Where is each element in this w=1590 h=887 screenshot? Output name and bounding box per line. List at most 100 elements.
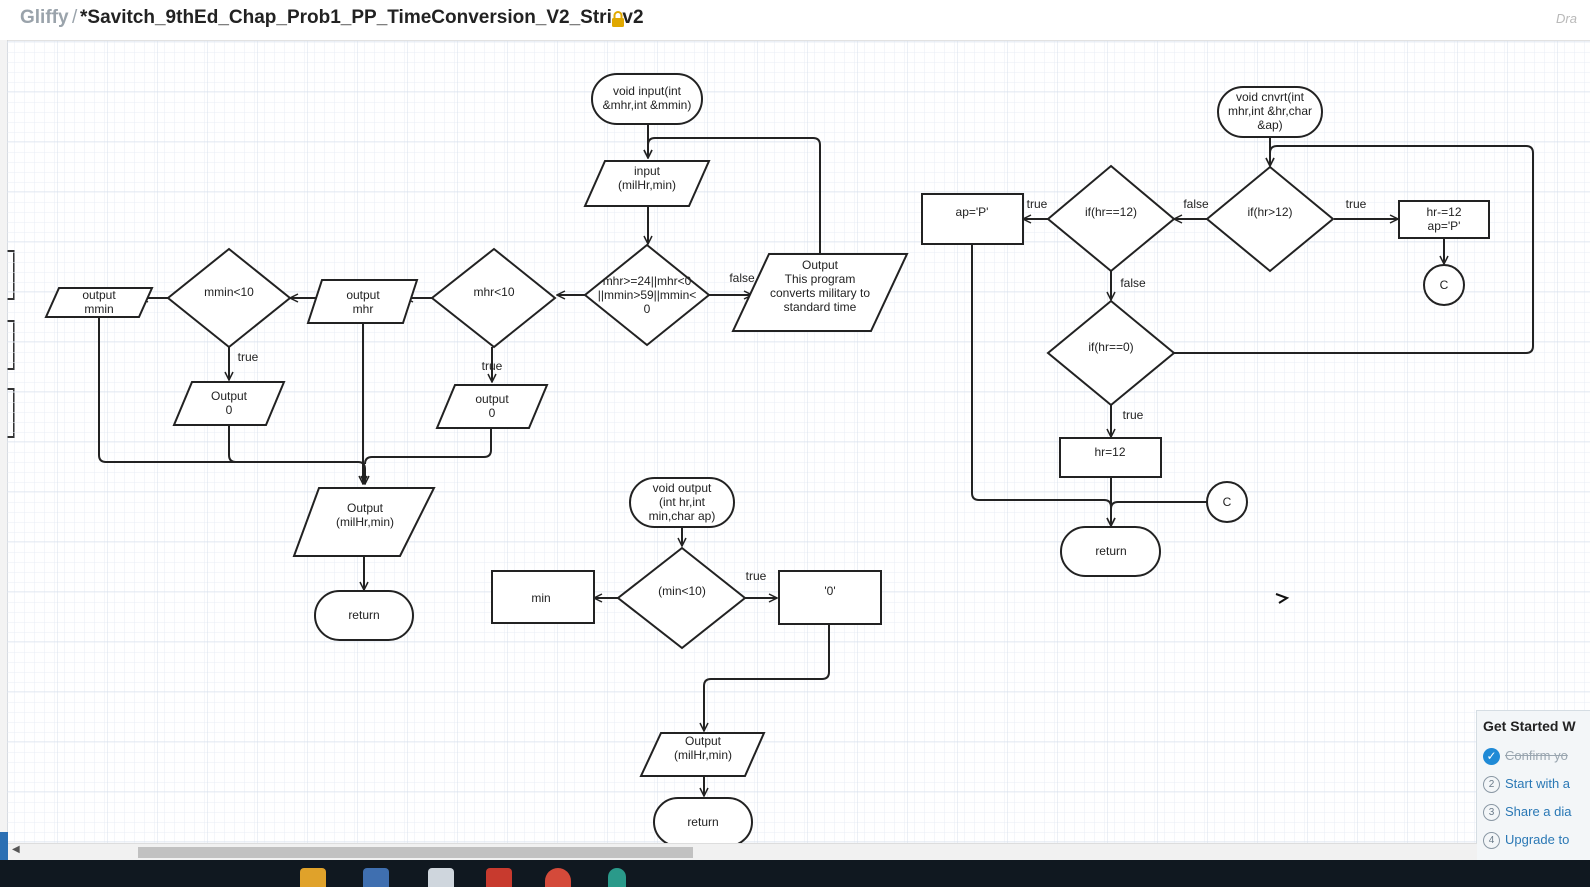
step-number: 4	[1483, 832, 1500, 849]
get-started-item-label: Share a dia	[1505, 804, 1572, 819]
lock-icon[interactable]	[611, 11, 625, 27]
decision-mhr[interactable]	[430, 247, 557, 349]
terminal-input-return[interactable]	[314, 590, 414, 641]
box-zero-label: '0'	[824, 584, 835, 598]
check-icon: ✓	[1483, 748, 1500, 765]
input-start-line2: &mhr,int &mmin)	[603, 98, 692, 112]
decision-mmin[interactable]	[166, 247, 292, 349]
connector-c-top[interactable]	[1423, 264, 1465, 306]
svg-text:input(milHr,min): input(milHr,min)	[618, 164, 676, 192]
side-accent	[0, 832, 8, 860]
terminal-input-start[interactable]	[591, 73, 703, 125]
output-return-label: return	[687, 815, 718, 829]
label-false-range: false	[729, 271, 755, 285]
process-zero-char[interactable]	[778, 570, 882, 625]
cond-eq12-label: if(hr==12)	[1085, 205, 1137, 219]
cond-eq0-label: if(hr==0)	[1088, 340, 1133, 354]
output-start-line1: void output	[653, 481, 712, 495]
out-zero-b-line1: output	[475, 392, 509, 406]
os-taskbar	[0, 860, 1590, 887]
out-zero-a-line2: 0	[226, 403, 233, 417]
process-ap-p[interactable]	[921, 193, 1024, 245]
io-output-final-output[interactable]	[639, 732, 766, 777]
decision-min[interactable]	[616, 546, 747, 650]
process-hr-12[interactable]	[1059, 437, 1162, 478]
input-start-line1: void input(int	[613, 84, 682, 98]
io-input-milhr[interactable]	[583, 160, 711, 207]
get-started-item-label: Upgrade to	[1505, 832, 1570, 847]
terminal-output-start[interactable]	[629, 477, 735, 528]
decision-hr-eq-12[interactable]	[1046, 164, 1176, 273]
process-min[interactable]	[491, 570, 595, 624]
out-program-line2: This program	[785, 272, 856, 286]
input-return-label: return	[348, 608, 379, 622]
io-output-zero-a[interactable]	[172, 381, 286, 426]
shield-icon[interactable]	[363, 868, 389, 887]
cond-min-label: (min<10)	[658, 584, 706, 598]
terminal-cnvrt-start[interactable]	[1217, 86, 1323, 138]
label-true-gt12: true	[1346, 197, 1367, 211]
canvas-grid	[7, 41, 1590, 843]
input-milhr-line2: (milHr,min)	[618, 178, 676, 192]
io-output-mhr[interactable]	[306, 279, 419, 324]
step-number: 3	[1483, 804, 1500, 821]
svg-text:Output(milHr,min): Output(milHr,min)	[336, 501, 394, 529]
connector-c-bottom-label: C	[1223, 495, 1232, 509]
horizontal-scrollbar[interactable]: ◀	[7, 843, 1477, 861]
out-mhr-line1: output	[346, 288, 380, 302]
breadcrumb-separator: /	[72, 7, 78, 28]
get-started-item-share[interactable]: 3 Share a dia	[1483, 804, 1572, 821]
document-title[interactable]: *Savitch_9thEd_Chap_Prob1_PP_TimeConvers…	[80, 7, 644, 28]
get-started-item-label: Start with a	[1505, 776, 1571, 791]
breadcrumb-app-link[interactable]: Gliffy	[20, 7, 69, 28]
out-final-output-line2: (milHr,min)	[674, 748, 732, 762]
decision-hr-eq-0[interactable]	[1046, 299, 1176, 407]
folder-icon[interactable]	[300, 868, 326, 887]
diagram-canvas[interactable]: void input(int&mhr,int &mmin) input(milH…	[7, 41, 1590, 847]
out-mmin-line2: mmin	[84, 302, 113, 316]
out-final-input-line1: Output	[347, 501, 384, 515]
get-started-item-confirm[interactable]: ✓ Confirm yo	[1483, 748, 1568, 765]
cursor-icon	[1275, 593, 1290, 604]
app-icon[interactable]	[608, 868, 626, 887]
terminal-cnvrt-return[interactable]	[1060, 526, 1161, 577]
decision-range-check[interactable]	[583, 243, 711, 347]
out-program-line4: standard time	[784, 300, 857, 314]
out-program-line1: Output	[802, 258, 839, 272]
process-hr-sub-12[interactable]	[1398, 200, 1490, 239]
io-output-zero-b[interactable]	[435, 384, 549, 429]
cond-mmin-label: mmin<10	[204, 285, 254, 299]
app-icon[interactable]	[486, 868, 512, 887]
connector-c-bottom[interactable]	[1206, 481, 1248, 523]
flowchart-svg[interactable]: void input(int&mhr,int &mmin) input(milH…	[7, 41, 1590, 847]
scrollbar-thumb[interactable]	[138, 847, 693, 858]
get-started-item-start[interactable]: 2 Start with a	[1483, 776, 1570, 793]
step-number: 2	[1483, 776, 1500, 793]
get-started-item-label: Confirm yo	[1505, 748, 1568, 763]
label-false-gt12: false	[1183, 197, 1209, 211]
decision-hr-gt-12[interactable]	[1205, 165, 1335, 273]
range-check-line3: 0	[644, 302, 651, 316]
out-zero-a-line1: Output	[211, 389, 248, 403]
io-output-mmin[interactable]	[44, 287, 154, 318]
box-hr12-label: hr=12	[1094, 445, 1125, 459]
document-icon[interactable]	[428, 868, 454, 887]
svg-text:mhr>=24||mhr<0||mmin>59||mmin<: mhr>=24||mhr<0||mmin>59||mmin<0	[598, 274, 697, 316]
label-false-eq12: false	[1120, 276, 1146, 290]
drafts-label[interactable]: Dra	[1556, 11, 1577, 26]
box-ap-label: ap='P'	[956, 205, 989, 219]
io-output-final-input[interactable]	[292, 487, 436, 557]
connectors	[98, 124, 1534, 796]
svg-text:void input(int&mhr,int &mmin): void input(int&mhr,int &mmin)	[603, 84, 692, 112]
label-true-mhr: true	[482, 359, 503, 373]
io-output-program[interactable]	[731, 253, 909, 332]
browser-icon[interactable]	[545, 868, 571, 887]
get-started-item-upgrade[interactable]: 4 Upgrade to	[1483, 832, 1569, 849]
scroll-left-arrow-icon[interactable]: ◀	[12, 844, 20, 855]
